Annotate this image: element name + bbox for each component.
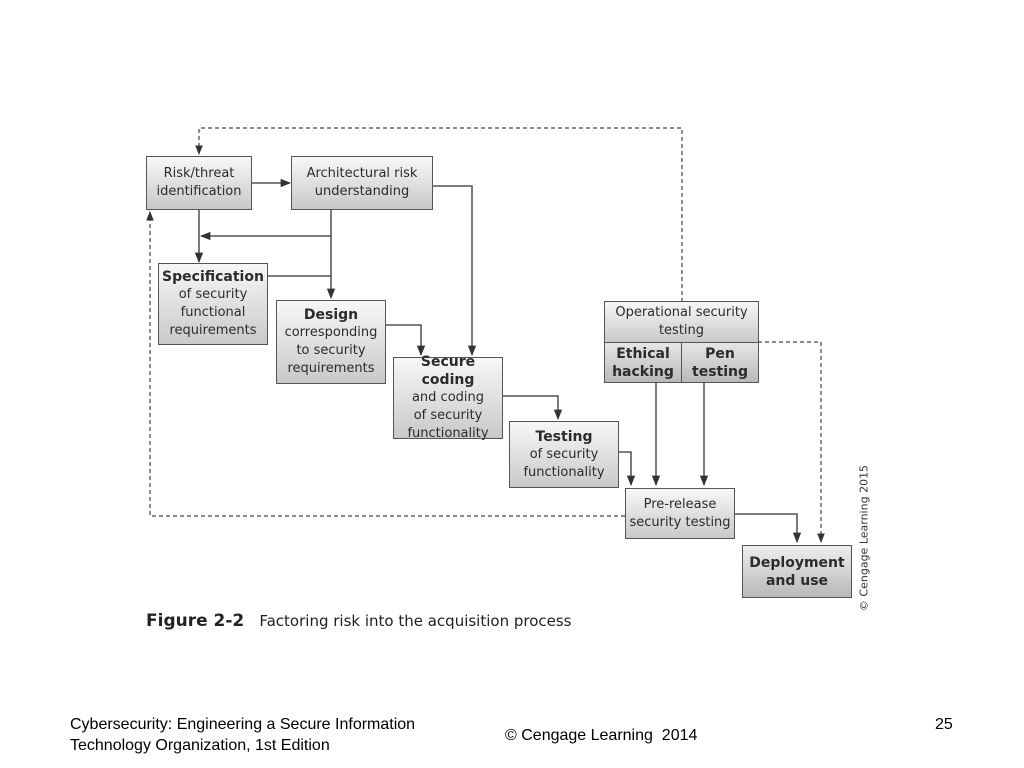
risk-line-1: Risk/threat [163,166,235,181]
figure-number: Figure 2-2 [146,611,245,631]
risk-line-2: identification [156,184,242,199]
pen-line-2: testing [692,363,748,380]
ethical-hacking-box: Ethical hacking [604,342,682,383]
spec-line-1: of security [178,287,248,302]
spec-line-2: functional [180,305,246,320]
pen-line-1: Pen [705,345,735,362]
testing-box: Testing of security functionality [509,421,619,488]
spec-title: Specification [162,269,264,285]
design-line-2: to security [296,343,366,358]
design-line-3: requirements [287,361,375,376]
design-line-1: corresponding [284,325,378,340]
connector-arch-to-coding [432,185,477,357]
footer-book-title-line-1: Cybersecurity: Engineering a Secure Info… [70,716,416,733]
ethical-line-1: Ethical [616,345,670,362]
page-number: 25 [935,716,953,733]
connector-testing-to-prerelease [619,451,636,487]
arch-line-1: Architectural risk [306,166,418,181]
testing-line-2: functionality [523,464,605,480]
spec-line-3: requirements [169,323,257,338]
coding-line-2: of security [413,408,483,423]
testing-line-1: of security [529,446,599,462]
prerelease-line-2: security testing [629,514,731,530]
footer-book-title: Cybersecurity: Engineering a Secure Info… [70,714,470,756]
coding-line-3: functionality [407,426,489,441]
architectural-risk-box: Architectural risk understanding [291,156,433,210]
connector-design-to-coding [386,324,426,357]
connector-prerelease-to-deploy [735,513,802,544]
design-box: Design corresponding to security require… [276,300,386,384]
pen-testing-box: Pen testing [681,342,759,383]
footer-book-title-line-2: Technology Organization, 1st Edition [70,737,330,754]
feedback-ops-to-deploy [758,341,825,543]
risk-threat-box: Risk/threat identification [146,156,252,210]
ops-line-1: Operational security [615,305,748,320]
ops-line-2: testing [658,323,705,338]
operational-security-box: Operational security testing [604,301,759,343]
figure-title: Factoring risk into the acquisition proc… [259,612,572,630]
figure-caption: Figure 2-2 Factoring risk into the acqui… [146,611,572,631]
ethical-line-2: hacking [612,363,674,380]
arch-line-2: understanding [314,184,410,199]
deploy-line-2: and use [765,572,829,589]
testing-title: Testing [535,428,593,445]
figure-copyright-text: © Cengage Learning 2015 [857,464,871,612]
feedback-ops-to-risk [195,127,683,302]
prerelease-testing-box: Pre-release security testing [625,488,735,539]
prerelease-line-1: Pre-release [643,496,717,512]
deploy-line-1: Deployment [749,554,845,571]
coding-line-1: and coding [411,390,485,405]
deployment-box: Deployment and use [742,545,852,598]
coding-title: Secure coding [420,354,476,388]
design-title: Design [303,307,359,323]
footer-copyright: © Cengage Learning 2014 [505,727,698,744]
specification-box: Specification of security functional req… [158,263,268,345]
secure-coding-box: Secure coding and coding of security fun… [393,354,503,441]
connector-coding-to-testing [503,395,563,421]
